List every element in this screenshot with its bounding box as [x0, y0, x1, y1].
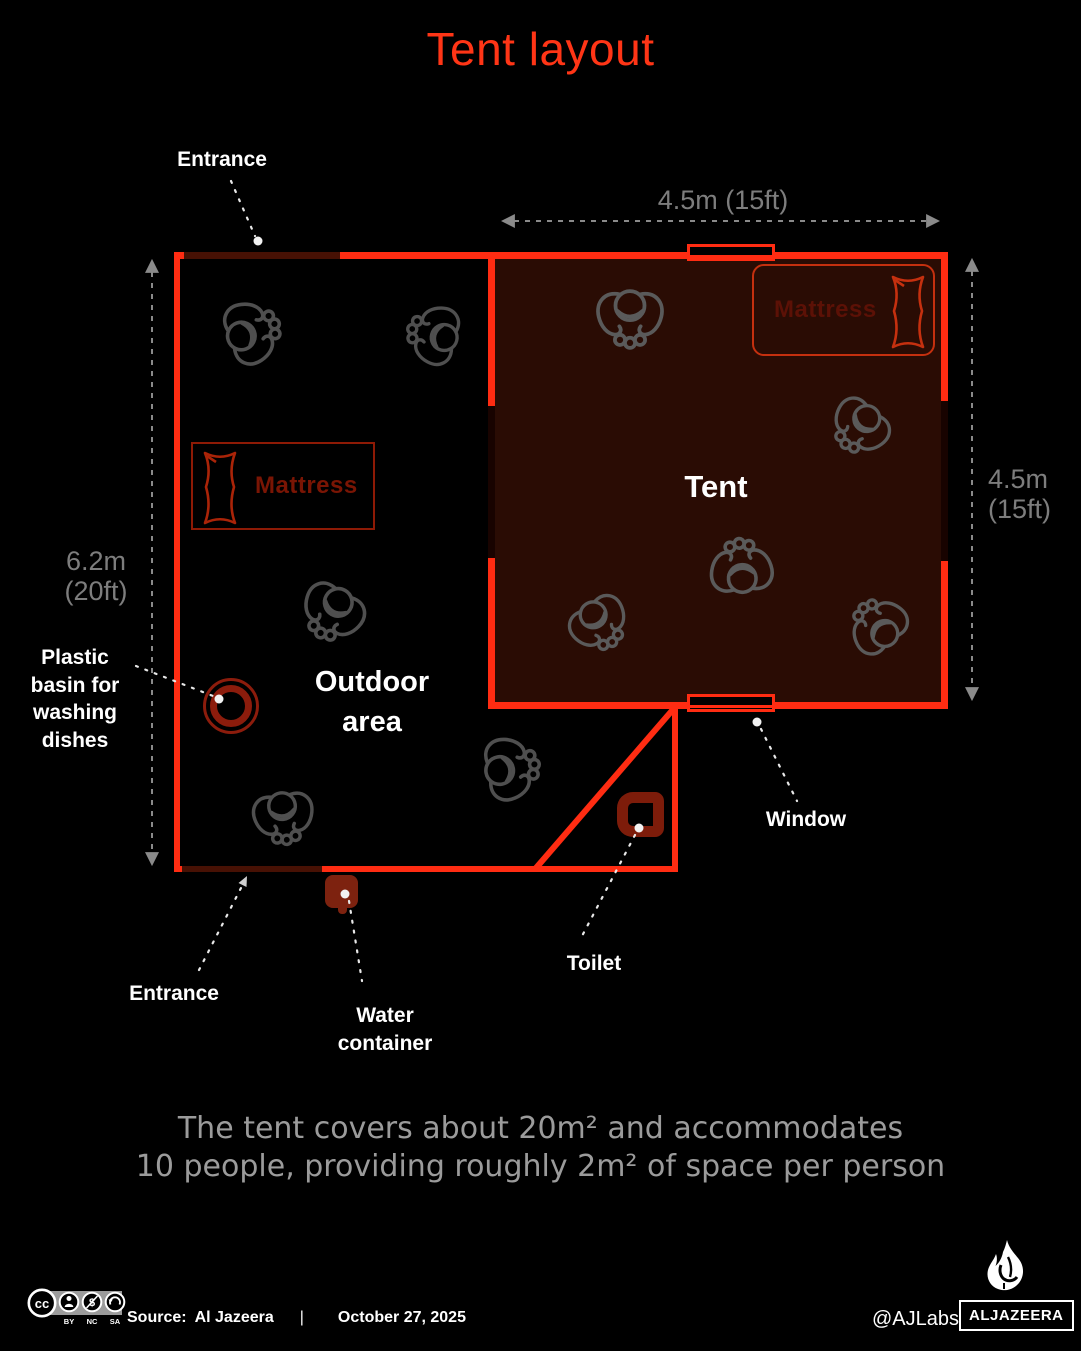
- leader-dot: [752, 717, 762, 727]
- water-container-label: Water container: [337, 1004, 433, 1055]
- outdoor-mattress: Mattress: [191, 442, 375, 530]
- entrance-top-label: Entrance: [177, 148, 267, 171]
- basin-icon-inner: [210, 685, 252, 727]
- aljazeera-flame-icon: [987, 1240, 1024, 1291]
- tent-mattress: Mattress: [752, 264, 935, 356]
- ajlabs-credit: @AJLabs: [872, 1308, 960, 1330]
- tent-right-wall-opening: [941, 401, 948, 561]
- entrance-bottom-opening: [182, 866, 322, 872]
- outdoor-area-label: Outdoor area: [314, 666, 430, 738]
- cc-sa-icon: [104, 1291, 126, 1313]
- outdoor-mattress-label: Mattress: [255, 472, 358, 499]
- person-icon: [290, 573, 374, 655]
- leader-dot: [253, 236, 263, 246]
- tent-left-wall-opening: [488, 406, 495, 558]
- leader-entrance-top: [229, 179, 257, 238]
- leader-water: [347, 899, 364, 983]
- cc-nc-icon: $: [81, 1291, 103, 1313]
- person-icon: [479, 731, 547, 805]
- caption-line1: The tent covers about 20m² and accommoda…: [177, 1111, 904, 1146]
- leader-entrance-bottom: [197, 886, 243, 972]
- cc-license-icons: cc $ BY NC SA: [27, 1288, 126, 1326]
- toilet-label: Toilet: [566, 952, 622, 975]
- aljazeera-brand-box: ALJAZEERA: [959, 1300, 1074, 1331]
- tent-label: Tent: [684, 469, 748, 504]
- person-icon: [398, 298, 466, 371]
- leader-window: [759, 727, 799, 803]
- separator: |: [299, 1309, 304, 1326]
- window-label: Window: [765, 808, 847, 831]
- entrance-bottom-label: Entrance: [129, 982, 219, 1005]
- person-icon: [216, 291, 292, 372]
- cc-by-icon: [58, 1291, 80, 1313]
- water-container-tab: [338, 905, 347, 914]
- cc-logo: cc: [35, 1296, 49, 1311]
- toilet-diagonal-wall: [533, 704, 679, 870]
- window-icon: [687, 244, 775, 261]
- source-label: Source:: [127, 1309, 187, 1326]
- leader-toilet: [579, 833, 637, 940]
- source-value: Al Jazeera: [194, 1309, 274, 1326]
- pillow-icon: [891, 275, 925, 349]
- cc-by-label: BY: [64, 1317, 74, 1326]
- cc-sa-label: SA: [110, 1317, 121, 1326]
- source-row: Source: Al Jazeera | October 27, 2025: [127, 1309, 466, 1327]
- toilet-wall: [672, 704, 678, 872]
- leader-arrowhead: [238, 876, 247, 887]
- caption-line2: 10 people, providing roughly 2m² of spac…: [135, 1149, 946, 1184]
- dimension-left-label: 6.2m (20ft): [64, 546, 128, 606]
- bottom-wall: [174, 866, 678, 872]
- top-wall: [174, 252, 948, 259]
- caption: The tent covers about 20m² and accommoda…: [0, 1110, 1081, 1186]
- page-title: Tent layout: [426, 23, 655, 75]
- window-icon: [687, 694, 775, 712]
- left-wall: [174, 252, 180, 872]
- basin-icon: [203, 678, 259, 734]
- entrance-top-opening: [184, 252, 340, 259]
- person-icon: [249, 787, 319, 851]
- dimension-top-label: 4.5m (15ft): [657, 185, 789, 215]
- basin-label: Plastic basin for washing dishes: [30, 646, 120, 752]
- tent-mattress-label: Mattress: [774, 296, 877, 323]
- toilet-icon: [617, 792, 664, 837]
- dimension-right-label: 4.5m (15ft): [988, 464, 1052, 524]
- cc-nc-label: NC: [87, 1317, 98, 1326]
- date: October 27, 2025: [337, 1309, 466, 1326]
- pillow-icon: [203, 451, 237, 525]
- water-container-icon: [325, 875, 358, 908]
